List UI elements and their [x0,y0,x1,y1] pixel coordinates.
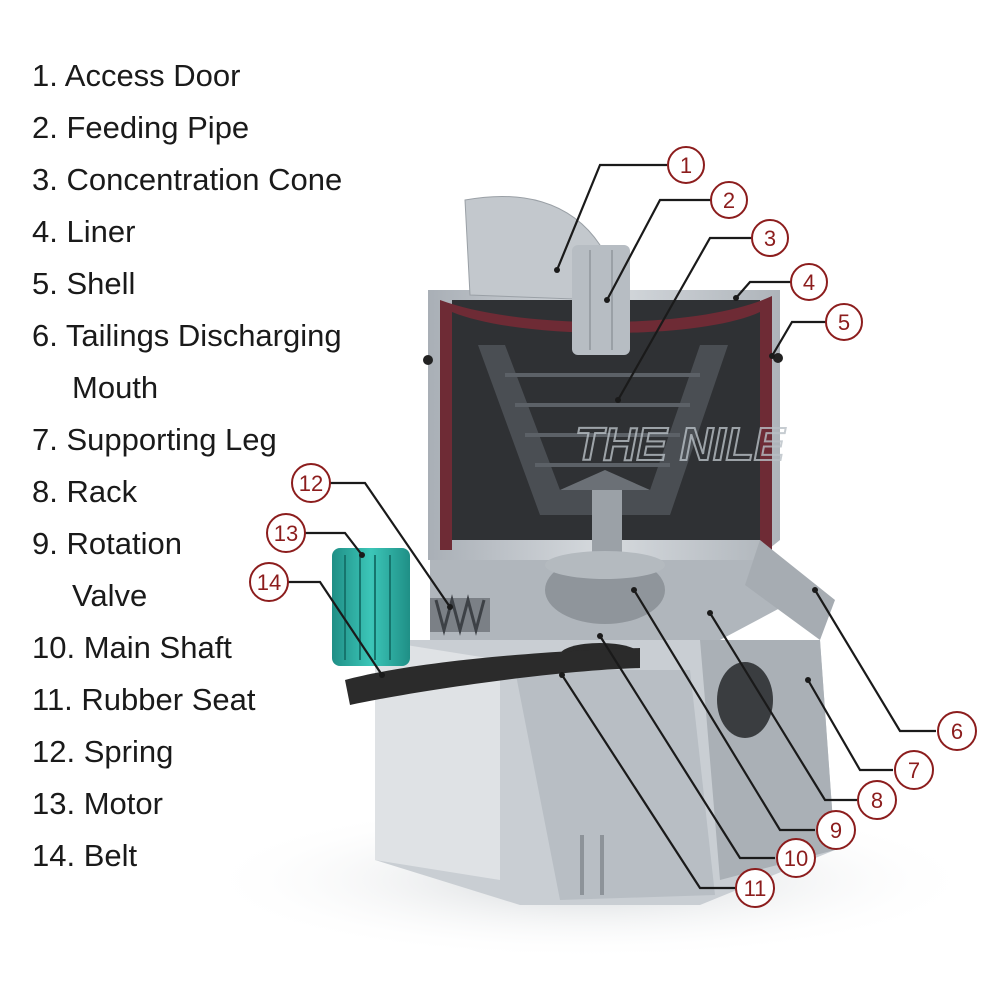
legend-item-14: 14. Belt [32,838,138,873]
callout-1-label: 1 [680,153,692,178]
callout-7-label: 7 [908,758,920,783]
callout-8: 8 [857,780,897,820]
base-frame [375,640,835,905]
spring [430,594,490,636]
callout-14: 14 [249,562,289,602]
callout-10: 10 [776,838,816,878]
legend-item-9-cont: Valve [72,578,148,613]
callout-9: 9 [816,810,856,850]
legend-item-10: 10. Main Shaft [32,630,232,665]
callout-6: 6 [937,711,977,751]
callout-8-label: 8 [871,788,883,813]
callout-5: 5 [825,303,863,341]
concentration-cone [478,345,728,515]
legend-item-13: 13. Motor [32,786,163,821]
motor [332,548,410,666]
callout-13: 13 [266,513,306,553]
callout-2: 2 [710,181,748,219]
legend-item-4: 4. Liner [32,214,136,249]
parts-legend: 1. Access Door 2. Feeding Pipe 3. Concen… [32,50,342,882]
legend-item-2: 2. Feeding Pipe [32,110,250,145]
callout-14-label: 14 [257,570,281,595]
feeding-pipe [572,245,630,355]
callout-13-label: 13 [274,521,298,546]
callout-4-label: 4 [803,270,815,295]
callout-10-label: 10 [784,846,808,871]
callout-11: 11 [735,868,775,908]
callout-4: 4 [790,263,828,301]
callout-3: 3 [751,219,789,257]
callout-5-label: 5 [838,310,850,335]
legend-item-8: 8. Rack [32,474,138,509]
legend-item-11: 11. Rubber Seat [32,682,256,717]
callout-11-label: 11 [744,876,767,901]
legend-item-7: 7. Supporting Leg [32,422,277,457]
tailings-mouth [745,540,835,640]
legend-item-3: 3. Concentration Cone [32,162,343,197]
legend-item-5: 5. Shell [32,266,136,301]
callout-6-label: 6 [951,719,963,744]
callout-7: 7 [894,750,934,790]
callout-3-label: 3 [764,226,776,251]
watermark: THE NILE [575,418,786,470]
callout-12-label: 12 [299,471,323,496]
callout-1: 1 [667,146,705,184]
callout-2-label: 2 [723,188,735,213]
callout-12: 12 [291,463,331,503]
callout-9-label: 9 [830,818,842,843]
legend-item-9: 9. Rotation [32,526,182,561]
legend-item-6: 6. Tailings Discharging [32,318,342,353]
main-shaft [592,490,622,560]
leader-lines [288,163,936,890]
belt [345,648,640,705]
legend-item-6-cont: Mouth [72,370,159,405]
legend-item-1: 1. Access Door [32,58,241,93]
legend-item-12: 12. Spring [32,734,174,769]
